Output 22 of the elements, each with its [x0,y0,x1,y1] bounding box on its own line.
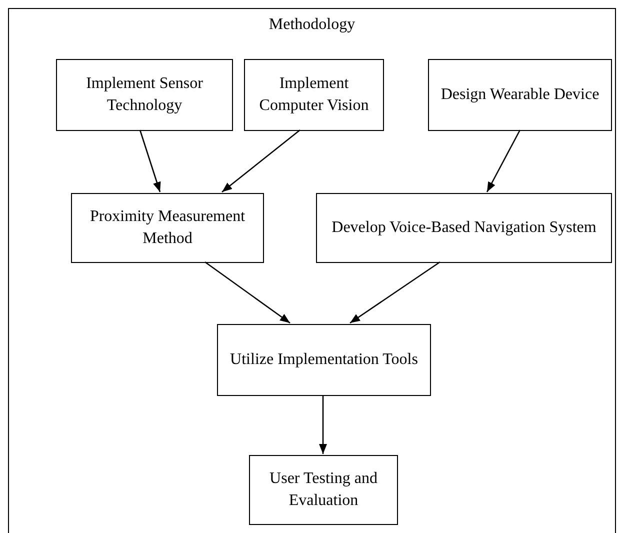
arrow [319,395,327,454]
process-box [71,193,264,263]
process-box [428,59,612,131]
process-box [217,324,431,396]
node-label: Implement Sensor Technology [85,74,204,116]
arrow [350,261,440,324]
arrow [139,130,161,192]
arrow [222,130,300,192]
node-label: Utilize Implementation Tools [229,350,419,370]
node-label: Proximity Measurement Method [88,207,246,249]
node-label: User Testing and Evaluation [268,469,378,511]
node-label: Develop Voice-Based Navigation System [330,218,598,238]
process-box [244,59,384,131]
cluster-title: Methodology [268,15,356,35]
arrow [486,130,521,192]
arrow [204,261,290,324]
process-box [56,59,233,131]
process-box [249,455,398,525]
process-box [316,193,612,263]
cluster-box [8,8,616,533]
node-label: Design Wearable Device [440,85,600,105]
node-label: Implement Computer Vision [258,74,370,116]
